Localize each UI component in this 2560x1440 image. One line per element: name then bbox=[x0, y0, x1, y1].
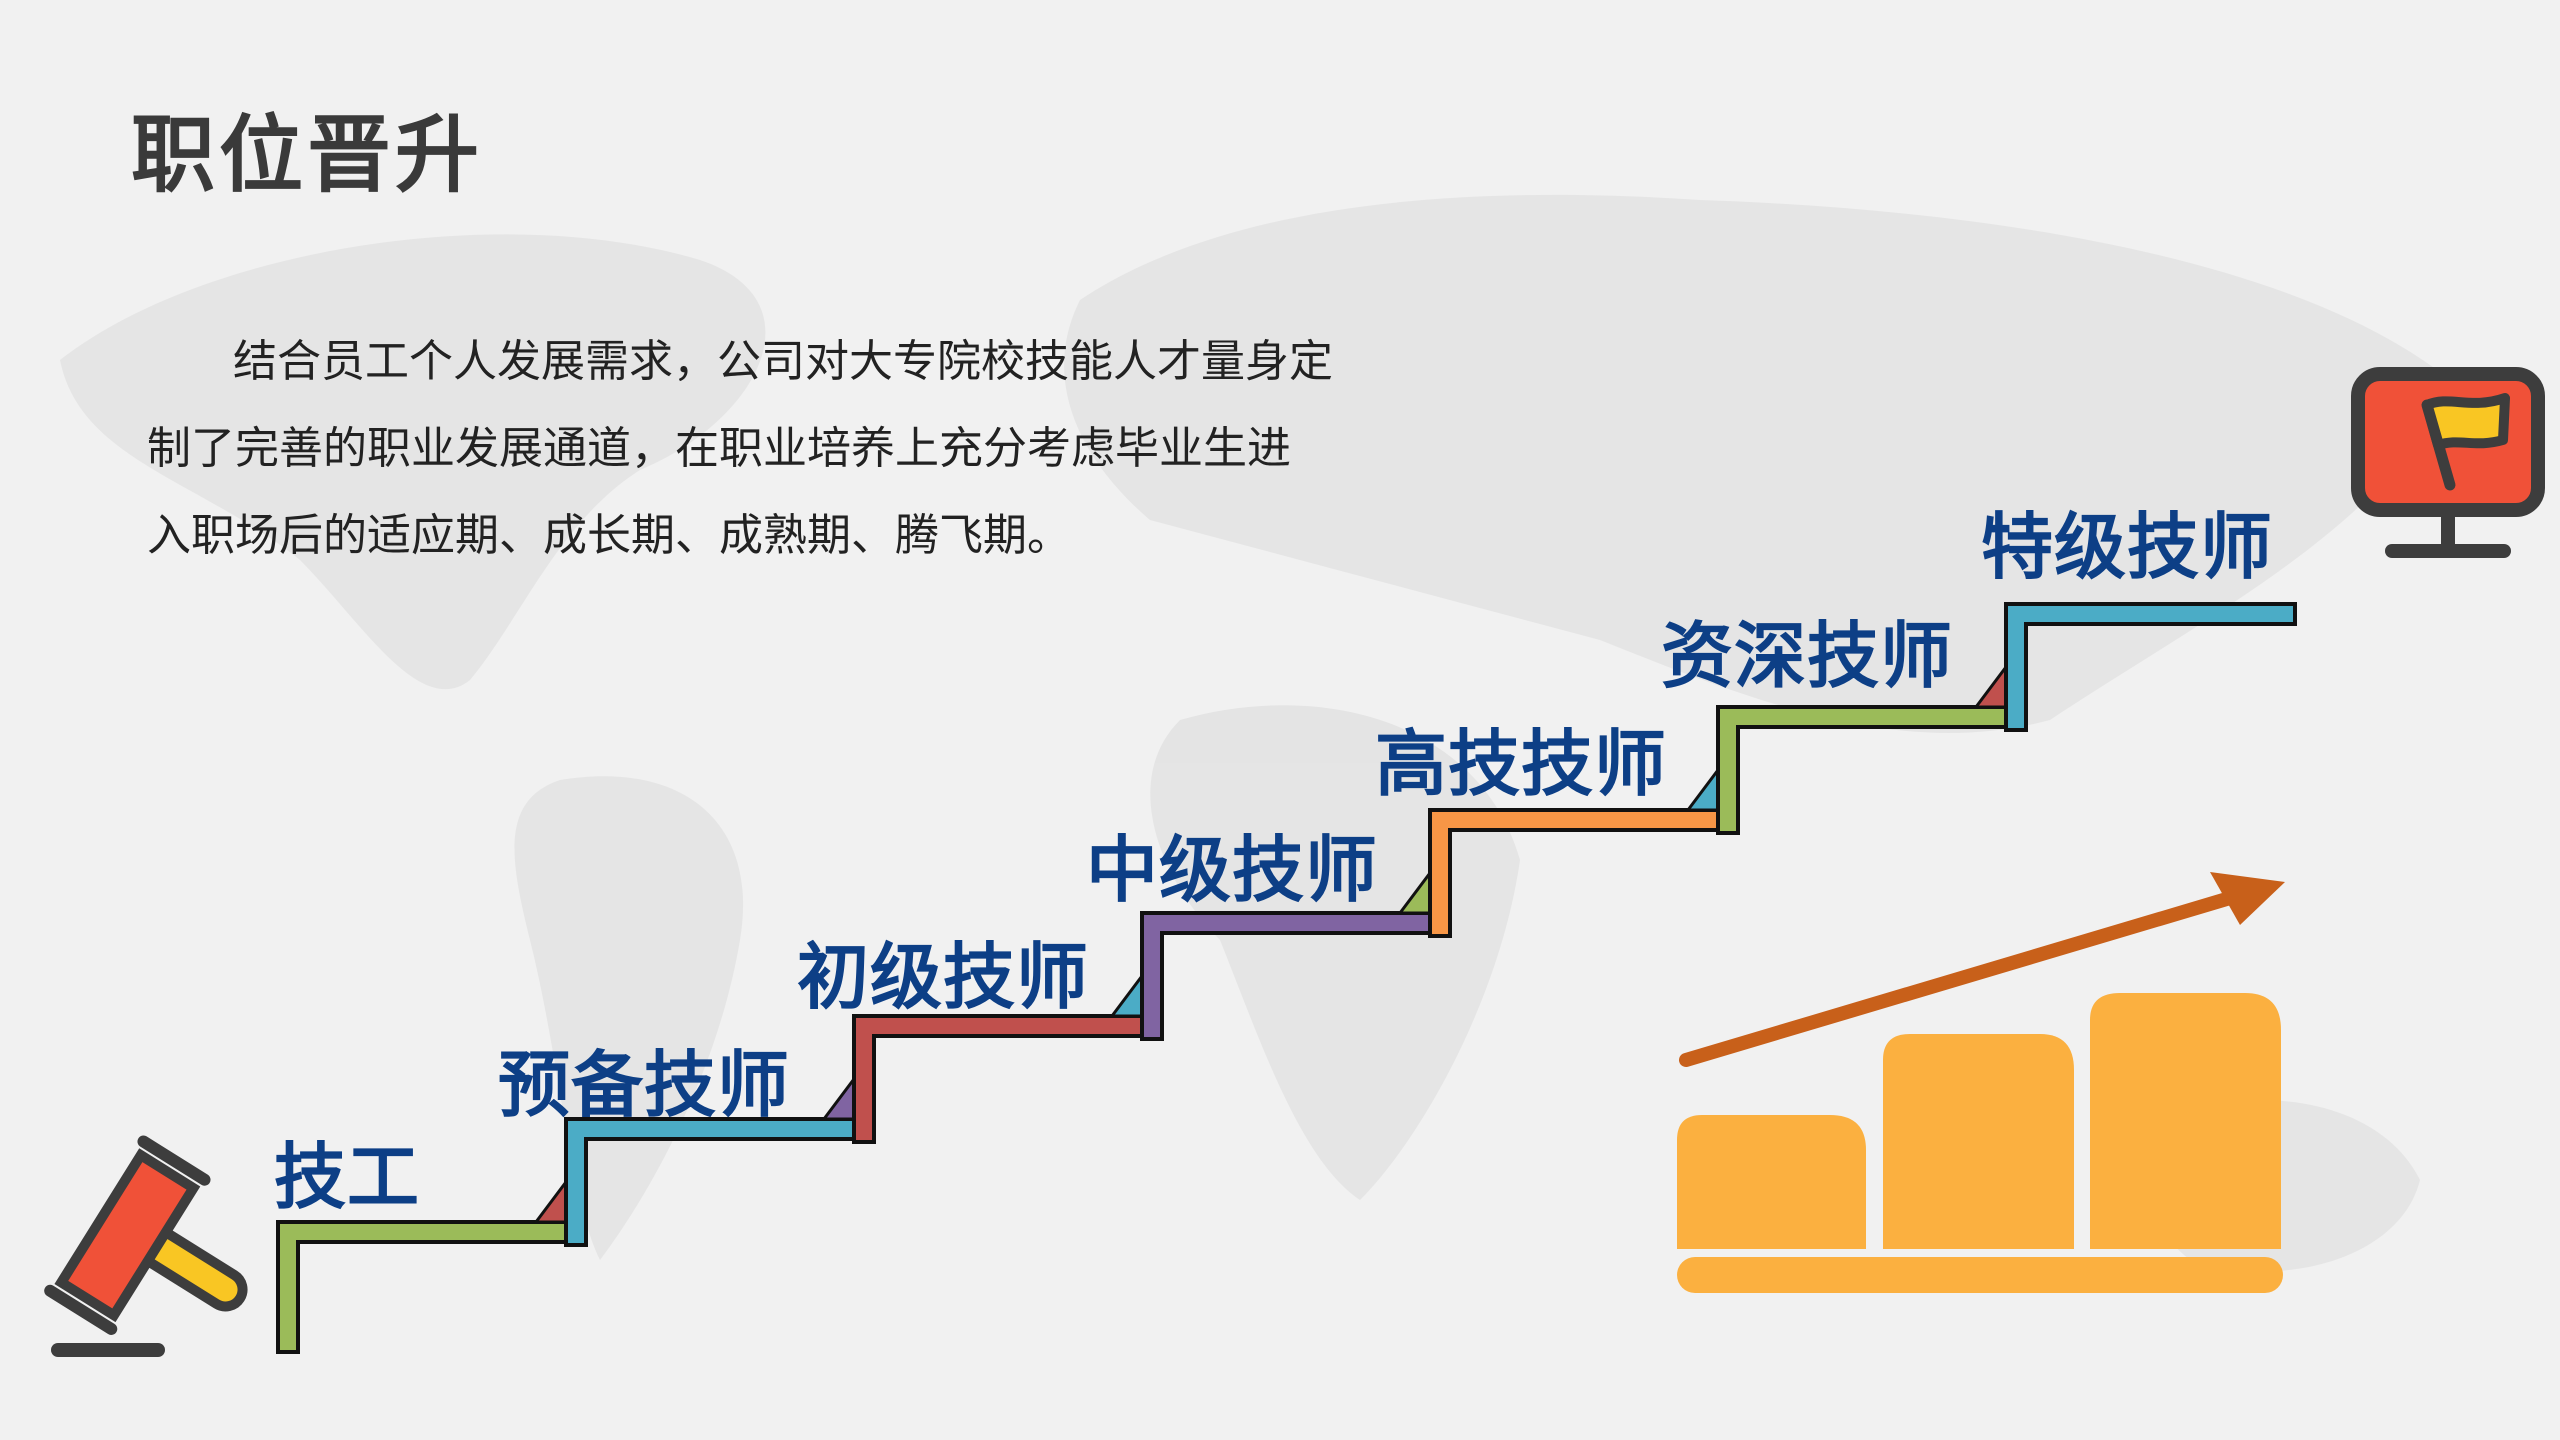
step-label-6: 资深技师 bbox=[1661, 614, 1954, 698]
step-joint bbox=[1397, 868, 1432, 915]
paragraph-line: 入职场后的适应期、成长期、成熟期、腾飞期。 bbox=[147, 510, 1071, 561]
step-label-7: 特级技师 bbox=[1981, 505, 2274, 589]
step-joint bbox=[533, 1177, 568, 1224]
stair-step-3 bbox=[852, 1014, 1164, 1144]
step-label-2: 预备技师 bbox=[498, 1043, 791, 1127]
stair-step-7 bbox=[2004, 602, 2297, 732]
stair-step-6 bbox=[1716, 705, 2028, 835]
page-title: 职位晋升 bbox=[131, 106, 484, 204]
step-label-1: 技工 bbox=[274, 1135, 421, 1219]
step-label-4: 中级技师 bbox=[1086, 828, 1379, 912]
step-joint bbox=[1685, 765, 1720, 812]
paragraph-line: 结合员工个人发展需求，公司对大专院校技能人才量身定 bbox=[233, 336, 1333, 387]
description-paragraph: 结合员工个人发展需求，公司对大专院校技能人才量身定 制了完善的职业发展通道，在职… bbox=[147, 318, 1447, 579]
step-joint bbox=[821, 1074, 856, 1121]
stair-step-1 bbox=[276, 1220, 588, 1354]
stair-step-5 bbox=[1428, 808, 1740, 938]
step-joint bbox=[1973, 662, 2008, 709]
step-joint bbox=[1109, 971, 1144, 1018]
stair-step-4 bbox=[1140, 911, 1452, 1041]
step-label-3: 初级技师 bbox=[797, 935, 1090, 1019]
stair-step-2 bbox=[564, 1117, 876, 1247]
paragraph-line: 制了完善的职业发展通道，在职业培养上充分考虑毕业生进 bbox=[147, 423, 1291, 474]
step-label-5: 高技技师 bbox=[1375, 722, 1668, 806]
